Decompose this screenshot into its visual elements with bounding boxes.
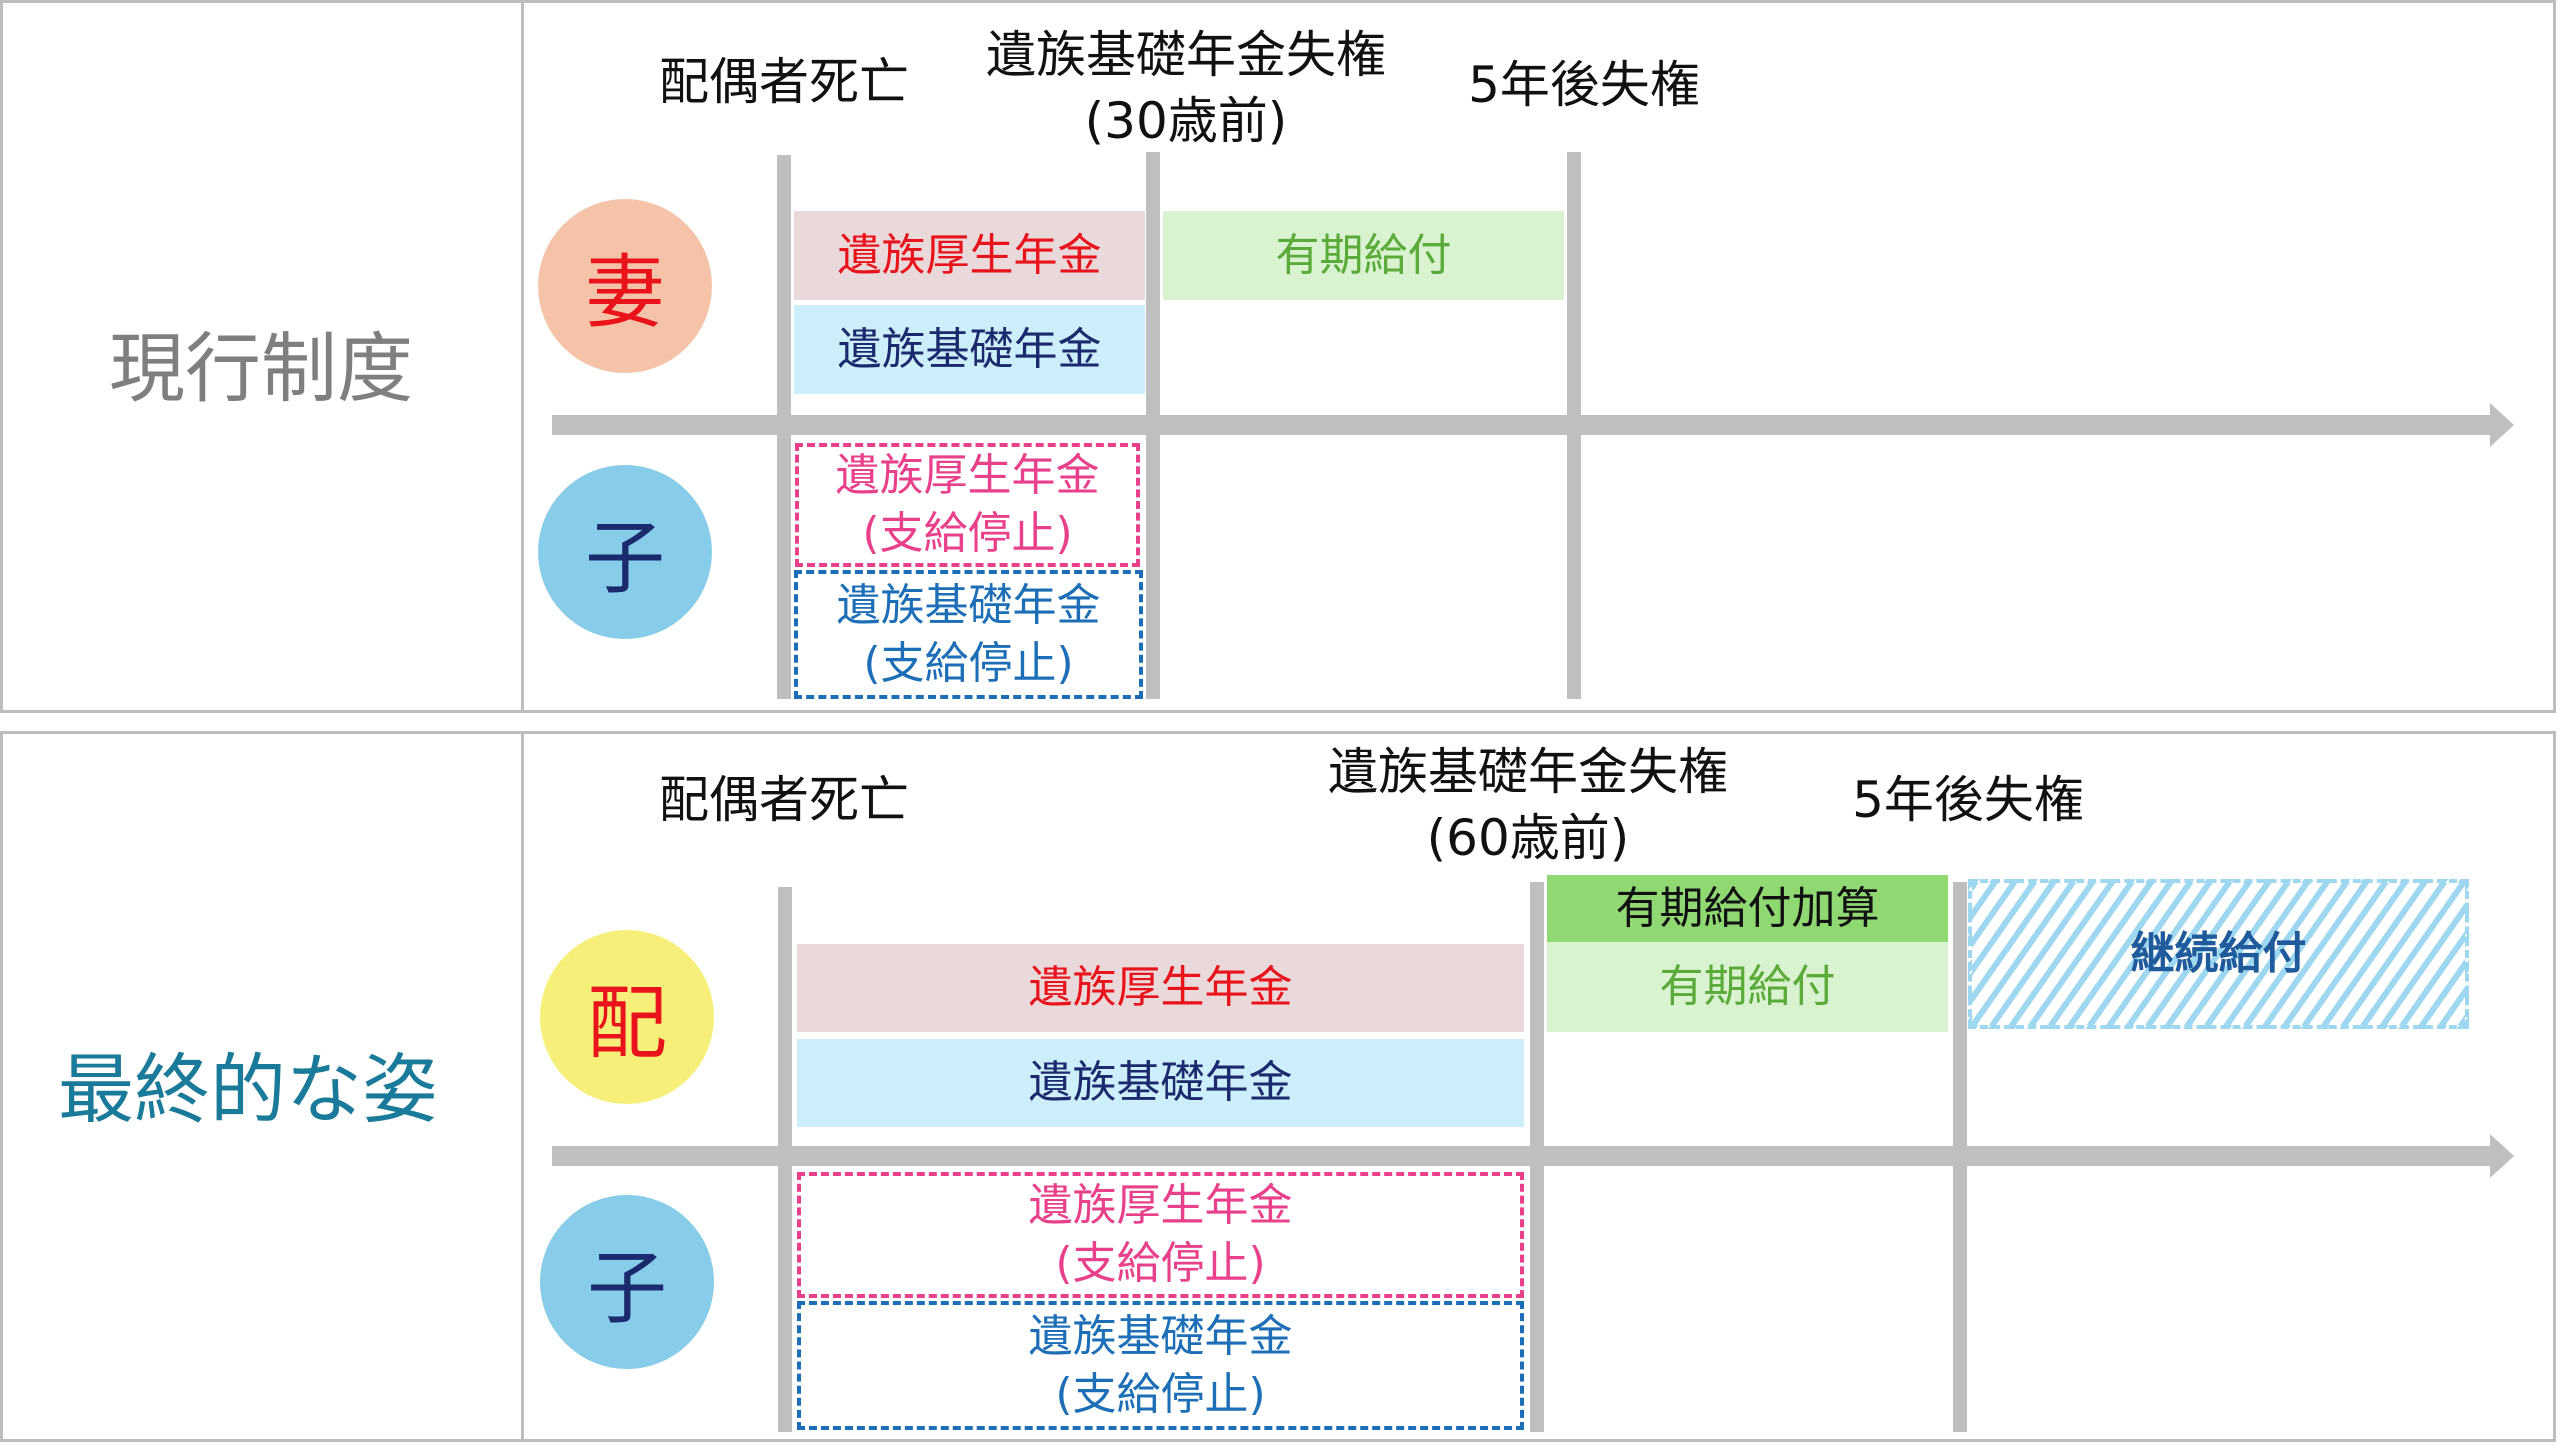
continued-benefit: 継続給付 <box>1968 879 2469 1029</box>
panel-divider <box>521 731 524 1442</box>
header-basic-loss-line2: (60歳前) <box>1426 809 1630 867</box>
wife-circle: 妻 <box>538 199 712 373</box>
current-system-panel <box>0 0 2556 713</box>
child-circle: 子 <box>538 465 712 639</box>
child-survivor-basic-suspended: 遺族基礎年金 (支給停止) <box>797 1301 1524 1430</box>
label-line1: 遺族基礎年金 <box>1028 1310 1293 1362</box>
child-survivor-employee-suspended: 遺族厚生年金 (支給停止) <box>795 443 1140 567</box>
label-line1: 遺族厚生年金 <box>835 450 1100 501</box>
wife-survivor-basic-pension: 遺族基礎年金 <box>794 305 1145 394</box>
child-survivor-basic-suspended: 遺族基礎年金 (支給停止) <box>794 570 1143 699</box>
spouse-survivor-employee-pension: 遺族厚生年金 <box>797 944 1524 1032</box>
time-axis-arrowhead <box>2490 1134 2514 1178</box>
section-label-final: 最終的な姿 <box>58 1045 438 1134</box>
header-spouse-death: 配偶者死亡 <box>659 53 909 111</box>
final-system-panel <box>0 731 2556 1442</box>
header-spouse-death: 配偶者死亡 <box>659 771 909 829</box>
wife-fixed-term-benefit: 有期給付 <box>1163 211 1564 300</box>
time-axis <box>552 415 2492 435</box>
label-line2: (支給停止) <box>863 637 1074 689</box>
panel-divider <box>521 0 524 713</box>
section-label-current: 現行制度 <box>109 324 413 413</box>
header-basic-loss: 遺族基礎年金失権 (30歳前) <box>986 22 1386 154</box>
label-line2: (支給停止) <box>1055 1368 1266 1420</box>
header-basic-loss: 遺族基礎年金失権 (60歳前) <box>1328 739 1728 871</box>
fixed-term-benefit: 有期給付 <box>1547 942 1948 1032</box>
time-axis <box>552 1146 2492 1166</box>
label-line2: (支給停止) <box>862 508 1073 559</box>
spouse-circle: 配 <box>540 930 714 1104</box>
child-survivor-employee-suspended: 遺族厚生年金 (支給停止) <box>797 1172 1524 1298</box>
header-five-years: 5年後失権 <box>1468 56 1700 114</box>
fixed-term-addition: 有期給付加算 <box>1547 875 1948 942</box>
header-basic-loss-line1: 遺族基礎年金失権 <box>986 26 1386 84</box>
label-line1: 遺族基礎年金 <box>836 579 1101 631</box>
header-basic-loss-line1: 遺族基礎年金失権 <box>1328 743 1728 801</box>
header-basic-loss-line2: (30歳前) <box>1084 92 1288 150</box>
label-line2: (支給停止) <box>1055 1238 1266 1289</box>
spouse-survivor-basic-pension: 遺族基礎年金 <box>797 1039 1524 1127</box>
header-five-years: 5年後失権 <box>1852 771 2084 829</box>
time-axis-arrowhead <box>2490 403 2514 447</box>
label-line1: 遺族厚生年金 <box>1028 1180 1293 1231</box>
wife-survivor-employee-pension: 遺族厚生年金 <box>794 211 1145 300</box>
child-circle: 子 <box>540 1195 714 1369</box>
